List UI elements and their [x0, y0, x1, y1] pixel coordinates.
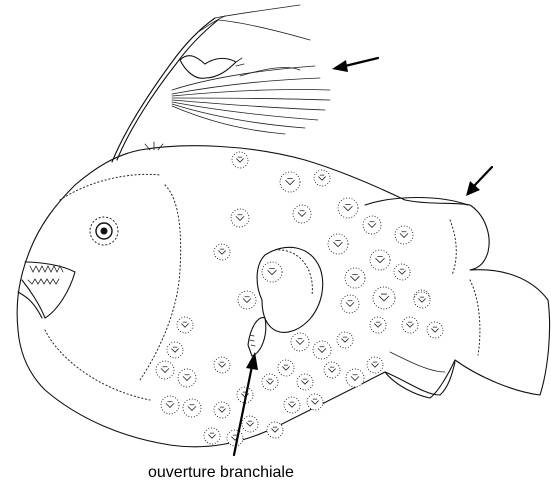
arrow-gill-opening	[234, 352, 258, 455]
tubercle	[284, 397, 300, 413]
tubercle	[262, 262, 282, 282]
esca-filaments	[172, 56, 330, 134]
tubercle	[232, 152, 248, 168]
tubercle	[167, 342, 183, 358]
tubercle	[338, 198, 358, 218]
tubercles	[156, 152, 443, 446]
tubercle	[214, 402, 230, 418]
tubercle	[370, 317, 386, 333]
tubercle	[395, 226, 413, 244]
tubercle	[297, 374, 313, 390]
tubercle	[183, 399, 201, 417]
tubercle	[291, 333, 309, 351]
mouth-teeth	[18, 262, 75, 318]
tubercle	[267, 422, 283, 438]
arrow-skin-spine	[466, 167, 492, 196]
tubercle	[337, 332, 353, 348]
tubercle	[427, 322, 443, 338]
tubercle	[280, 172, 300, 192]
tubercle	[402, 317, 418, 333]
tubercle	[242, 416, 258, 432]
arrow-esca	[332, 58, 378, 72]
tubercle	[313, 341, 331, 359]
tubercle	[178, 369, 196, 387]
tubercle	[293, 205, 311, 223]
tubercle	[328, 234, 348, 254]
tubercle	[262, 374, 278, 390]
tubercle	[341, 295, 359, 313]
tubercle	[214, 357, 230, 373]
tubercle	[314, 170, 330, 186]
tubercle	[346, 369, 364, 387]
tubercle	[414, 292, 430, 308]
tubercle	[394, 264, 410, 280]
tubercle	[324, 362, 340, 378]
tubercle	[156, 361, 174, 379]
tubercle	[278, 360, 294, 376]
gill-region	[248, 247, 323, 356]
tubercle	[227, 430, 243, 446]
eye	[90, 217, 118, 245]
tubercle	[177, 317, 193, 333]
illicium	[112, 5, 310, 162]
tubercle	[373, 287, 395, 309]
tubercle	[370, 250, 390, 270]
tubercle	[363, 216, 381, 234]
tubercle	[367, 357, 383, 373]
tubercle	[214, 244, 230, 260]
gill-opening-label: ouverture branchiale	[148, 464, 294, 481]
tubercle	[161, 396, 179, 414]
tubercle	[231, 209, 249, 227]
tubercle	[307, 394, 323, 410]
tubercle	[345, 268, 365, 288]
tubercle	[238, 291, 256, 309]
tubercle	[204, 428, 220, 444]
